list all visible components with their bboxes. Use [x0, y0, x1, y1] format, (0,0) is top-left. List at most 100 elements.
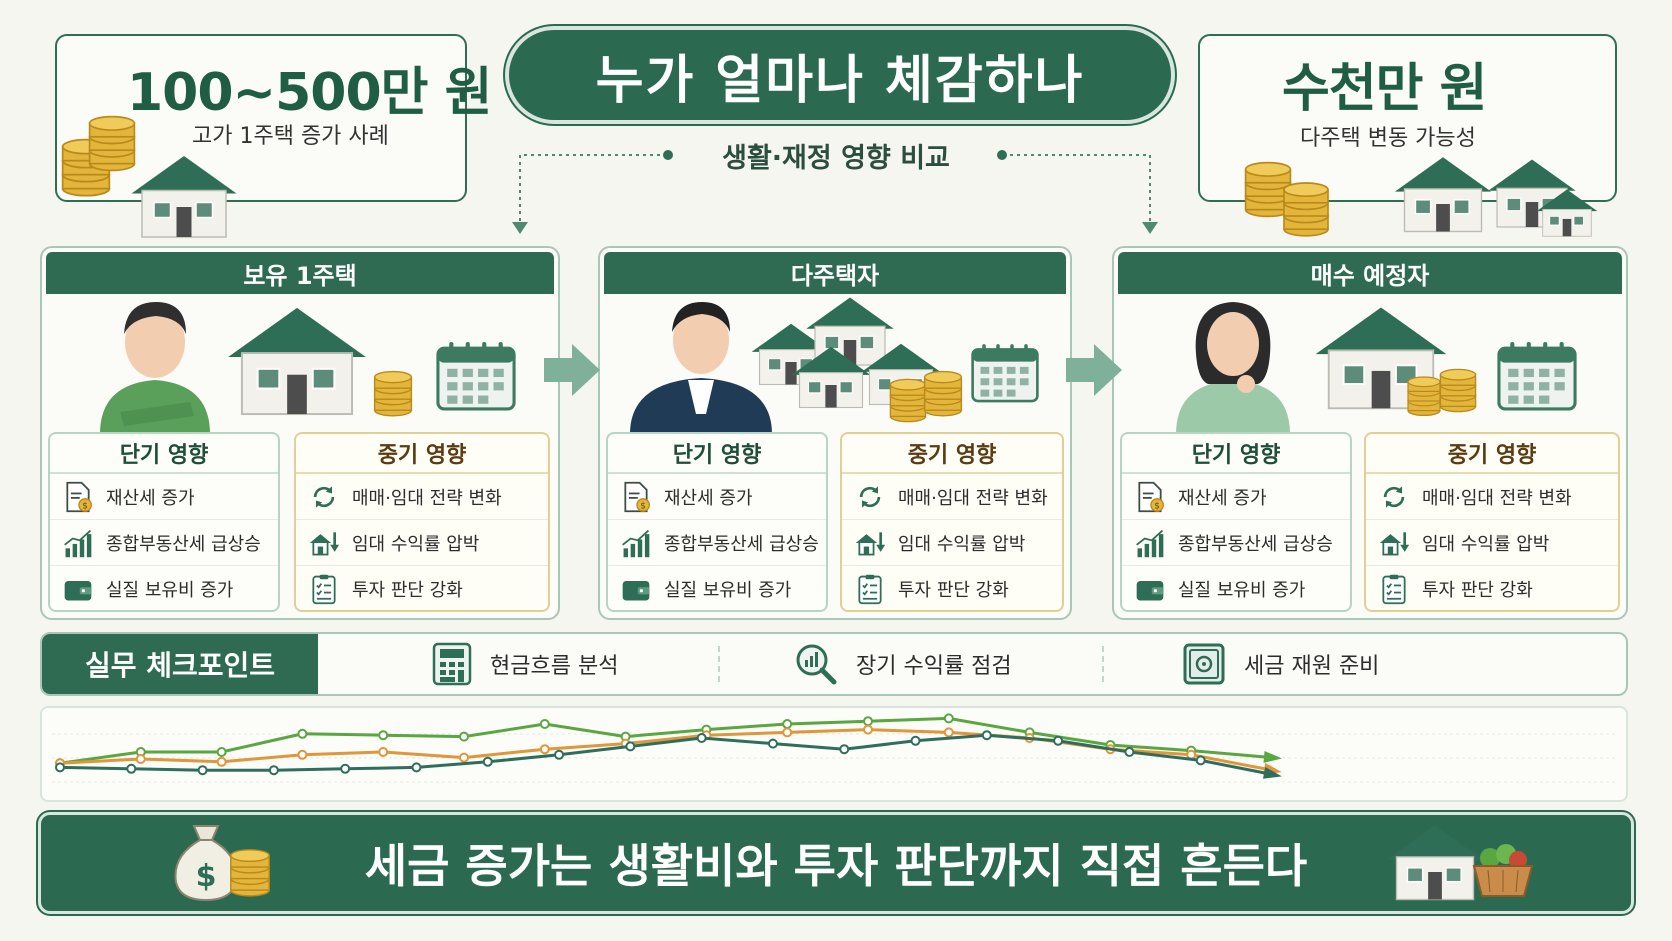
trend-point: [981, 730, 992, 741]
grocery-basket-icon: [1472, 844, 1534, 897]
person-casual-avatar: [100, 302, 210, 434]
checkpoint-item: 세금 재원 준비: [1182, 642, 1379, 686]
cycle-arrows-icon: [854, 481, 886, 513]
list-item-label: 투자 판단 강화: [898, 580, 1009, 601]
list-item-label: 실질 보유비 증가: [1178, 580, 1306, 601]
mid-term-impact-box: 중기 영향 매매·임대 전략 변화 임대 수익률 압박 투자 판단 강화: [840, 432, 1064, 612]
list-item-label: 임대 수익률 압박: [1422, 533, 1550, 555]
list-item: 종합부동산세 급상승: [50, 520, 278, 566]
trend-point: [625, 741, 636, 752]
list-item: 실질 보유비 증가: [608, 566, 826, 612]
impact-title: 중기 영향: [842, 434, 1062, 474]
impact-title: 중기 영향: [296, 434, 548, 474]
amount-caption: 다주택 변동 가능성: [1300, 126, 1476, 151]
trend-arrowhead: [1262, 766, 1282, 779]
list-item-label: 실질 보유비 증가: [664, 580, 792, 601]
conclusion-text: 세금 증가는 생활비와 투자 판단까지 직접 흔든다: [364, 839, 1308, 893]
trend-point: [1195, 755, 1206, 766]
trend-point: [197, 765, 208, 776]
checkpoint-text: 장기 수익률 점검: [856, 654, 1012, 679]
trend-point: [126, 763, 137, 774]
list-item-label: 종합부동산세 급상승: [664, 533, 819, 555]
checkpoint-item: 현금흐름 분석: [432, 642, 618, 686]
trend-line: [59, 716, 1273, 765]
house-down-icon: [308, 527, 340, 559]
trend-point: [782, 727, 793, 738]
list-item: 재산세 증가: [608, 474, 826, 520]
coin-stack-icon: [920, 362, 966, 418]
list-item: 실질 보유비 증가: [50, 566, 278, 612]
checkpoint-text: 세금 재원 준비: [1244, 654, 1380, 679]
short-term-impact-box: 단기 영향 재산세 증가 종합부동산세 급상승 실질 보유비 증가: [606, 432, 828, 612]
panel-header: 다주택자: [604, 252, 1066, 294]
trend-point: [297, 728, 308, 739]
checkpoint-item: 장기 수익률 점검: [794, 642, 1012, 686]
short-term-impact-box: 단기 영향 재산세 증가 종합부동산세 급상승 실질 보유비 증가: [1120, 432, 1352, 612]
cycle-arrows-icon: [308, 481, 340, 513]
trend-point: [135, 754, 146, 764]
impact-title: 단기 영향: [1122, 434, 1350, 474]
list-item-label: 종합부동산세 급상승: [106, 533, 261, 555]
short-term-impact-box: 단기 영향 재산세 증가 종합부동산세 급상승 실질 보유비 증가: [48, 432, 280, 612]
trend-point: [482, 756, 493, 767]
list-item-label: 매매·임대 전략 변화: [1422, 487, 1572, 509]
trend-point: [539, 719, 550, 729]
trend-point: [459, 731, 469, 742]
mid-term-impact-box: 중기 영향 매매·임대 전략 변화 임대 수익률 압박 투자 판단 강화: [1364, 432, 1620, 612]
list-item: 매매·임대 전략 변화: [296, 474, 548, 520]
amount-range-text: 수천만 원: [1282, 59, 1487, 119]
trend-arrowhead: [1263, 750, 1282, 763]
impact-title: 단기 영향: [608, 434, 826, 474]
panel-header: 매수 예정자: [1118, 252, 1622, 294]
trend-point: [943, 727, 954, 738]
checkpoint-bar: 실무 체크포인트 현금흐름 분석 장기 수익률 점검 세금 재원 준비: [40, 632, 1628, 696]
checkpoint-text: 현금흐름 분석: [490, 654, 619, 679]
trend-point: [459, 752, 469, 763]
trend-point: [55, 762, 65, 773]
trend-point: [411, 762, 422, 773]
list-item-label: 매매·임대 전략 변화: [352, 487, 502, 509]
house-down-icon: [1378, 527, 1410, 559]
mid-term-impact-box: 중기 영향 매매·임대 전략 변화 임대 수익률 압박 투자 판단 강화: [294, 432, 550, 612]
tax-document-icon: [620, 481, 652, 513]
list-item: 투자 판단 강화: [842, 566, 1062, 612]
calculator-icon: [432, 642, 472, 686]
trend-point: [216, 756, 227, 767]
list-item-label: 실질 보유비 증가: [106, 580, 234, 601]
trend-point: [268, 765, 279, 776]
magnifier-chart-icon: [796, 644, 837, 685]
trend-point: [378, 730, 389, 741]
divider: [718, 646, 720, 682]
coin-stack-icon: [370, 360, 416, 420]
money-bag-icon: $: [174, 825, 238, 902]
trend-point: [943, 713, 954, 724]
list-item: 임대 수익률 압박: [1366, 520, 1618, 566]
amount-caption: 고가 1주택 증가 사례: [192, 124, 389, 149]
trend-line: [59, 728, 1273, 772]
page-subtitle: 생활·재정 영향 비교: [0, 136, 1672, 175]
impact-title: 단기 영향: [50, 434, 278, 474]
safe-icon: [1183, 643, 1225, 685]
coin-stack-icon: [1436, 356, 1480, 418]
person-thinking-avatar: [1176, 302, 1290, 434]
list-item-label: 재산세 증가: [1178, 487, 1267, 509]
amount-range-text: 100~500만 원: [127, 63, 492, 123]
person-suit-avatar: [630, 302, 772, 434]
list-item: 임대 수익률 압박: [296, 520, 548, 566]
list-item-label: 투자 판단 강화: [352, 580, 463, 601]
subtitle-connector-arrows: [512, 150, 1158, 234]
list-item: 투자 판단 강화: [1366, 566, 1618, 612]
trend-point: [297, 749, 308, 760]
list-item: 재산세 증가: [50, 474, 278, 520]
coin-stack-icon: [226, 838, 274, 900]
list-item-label: 투자 판단 강화: [1422, 580, 1533, 601]
arrow-right-icon: [544, 344, 600, 396]
impact-title: 중기 영향: [1366, 434, 1618, 474]
trend-point: [1124, 747, 1135, 757]
trend-point: [863, 716, 873, 727]
list-item: 실질 보유비 증가: [1122, 566, 1350, 612]
list-item-label: 임대 수익률 압박: [352, 533, 480, 555]
conclusion-banner: 세금 증가는 생활비와 투자 판단까지 직접 흔든다: [38, 812, 1634, 914]
list-item: 임대 수익률 압박: [842, 520, 1062, 566]
checklist-icon: [308, 573, 340, 605]
